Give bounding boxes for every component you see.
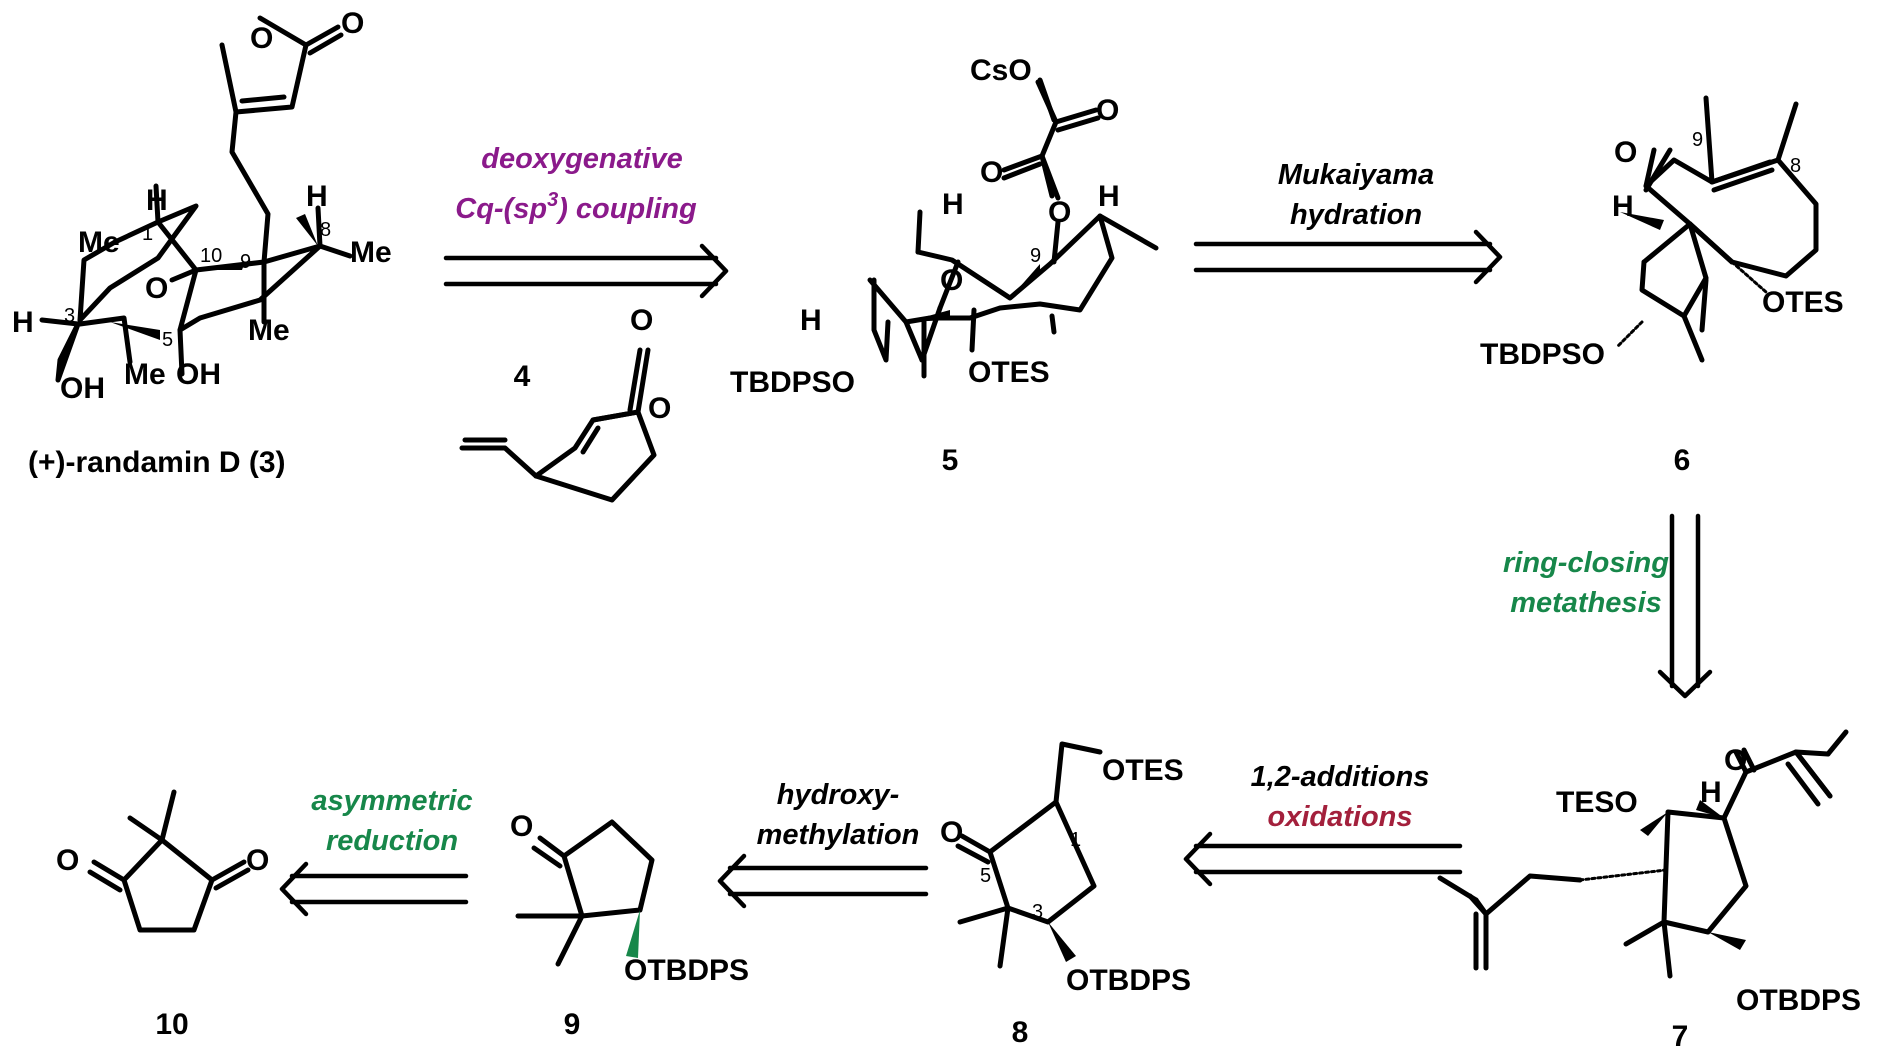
c10-ketone-o-left: O [56, 844, 79, 877]
reaction-5-label-line1: hydroxy- [777, 779, 899, 811]
reaction-6-label-line1: asymmetric [311, 785, 472, 817]
c6-locant-9: 9 [1692, 129, 1703, 151]
c5-h3: H [800, 304, 822, 337]
compound-8: OTES O OTBDPS 1 5 3 8 [940, 741, 1191, 1048]
reaction-arrow-3: ring-closing metathesis [1503, 513, 1713, 699]
c5-tbdpso: TBDPSO [730, 366, 855, 399]
compound-6: O H OTES TBDPSO 9 8 6 [1480, 95, 1844, 477]
reaction-4-label-line2: oxidations [1267, 801, 1412, 833]
compound-5-label: 5 [942, 444, 959, 477]
c5-oxalate-link-o: O [1048, 196, 1071, 229]
c8-otes: OTES [1102, 754, 1184, 787]
compound-8-label: 8 [1012, 1016, 1029, 1048]
reaction-arrow-1: deoxygenative Cq-(sp3) coupling 4 [443, 143, 729, 393]
c4-carbonyl-oxygen: O [630, 304, 653, 337]
c5-oxalate-o1: O [1096, 94, 1119, 127]
reaction-6-label-line2: reduction [326, 825, 458, 857]
compound-3-name: (+)-randamin D (3) [28, 446, 286, 479]
compound-7-label: 7 [1672, 1020, 1689, 1048]
reaction-3-label-line1: ring-closing [1503, 547, 1669, 579]
c3-ring-oxygen: O [250, 22, 273, 55]
c3-locant-3: 3 [64, 305, 75, 327]
c7-h: H [1700, 776, 1722, 809]
compound-4: O O [459, 304, 671, 503]
reaction-1-label-line1: deoxygenative [481, 143, 682, 175]
c8-locant-5: 5 [980, 865, 991, 887]
c3-h3: H [12, 306, 34, 339]
c7-teso: TESO [1556, 786, 1638, 819]
compound-3-randamin-d: O O H H Me Me Me Me O H OH OH 1 10 9 8 3… [12, 7, 392, 479]
c8-ketone-o: O [940, 816, 963, 849]
c3-locant-9: 9 [240, 251, 251, 273]
c6-tbdpso: TBDPSO [1480, 338, 1605, 371]
c4-ring-oxygen: O [648, 392, 671, 425]
c3-locant-8: 8 [320, 219, 331, 241]
reaction-arrow-5: hydroxy- methylation [717, 779, 929, 909]
c3-o10: O [145, 272, 168, 305]
c3-me-bottom: Me [124, 358, 166, 391]
c5-otes: OTES [968, 356, 1050, 389]
c3-oh5: OH [176, 358, 221, 391]
c3-h8: H [306, 180, 328, 213]
reaction-1-label-line2: Cq-(sp3) coupling [455, 189, 697, 225]
compound-9-label: 9 [564, 1008, 581, 1041]
c8-otbdps: OTBDPS [1066, 964, 1191, 997]
c7-ketone-o: O [1724, 744, 1747, 777]
compound-10: O O 10 [56, 789, 269, 1041]
c5-locant-9: 9 [1030, 245, 1041, 267]
c8-locant-3: 3 [1032, 901, 1043, 923]
reaction-arrow-4: 1,2-additions oxidations [1183, 761, 1463, 887]
c3-oh3: OH [60, 372, 105, 405]
c6-h: H [1612, 190, 1634, 223]
c9-ketone-o: O [510, 810, 533, 843]
c7-otbdps: OTBDPS [1736, 984, 1861, 1017]
reaction-5-label-line2: methylation [757, 819, 920, 851]
c6-otes: OTES [1762, 286, 1844, 319]
reaction-2-label-line1: Mukaiyama [1278, 159, 1434, 191]
reaction-4-label-line1: 1,2-additions [1251, 761, 1430, 793]
c3-me-left: Me [78, 226, 120, 259]
c3-locant-5: 5 [162, 329, 173, 351]
c8-locant-1: 1 [1070, 829, 1081, 851]
c5-h2: H [1098, 180, 1120, 213]
compound-5: CsO O O O H H O H TBDPSO OTES 9 5 [730, 54, 1159, 477]
c6-locant-8: 8 [1790, 155, 1801, 177]
reaction-2-label-line2: hydration [1290, 199, 1422, 231]
c3-me-right: Me [350, 236, 392, 269]
c5-cso: CsO [970, 54, 1032, 87]
reaction-3-label-line2: metathesis [1510, 587, 1662, 619]
c5-o10: O [940, 264, 963, 297]
reaction-arrow-2: Mukaiyama hydration [1193, 159, 1503, 285]
c10-ketone-o-right: O [246, 844, 269, 877]
c3-h1: H [146, 184, 168, 217]
compound-10-label: 10 [155, 1008, 188, 1041]
c3-locant-1: 1 [142, 223, 153, 245]
c5-oxalate-o2: O [980, 156, 1003, 189]
c9-otbdps: OTBDPS [624, 954, 749, 987]
compound-9: O OTBDPS 9 [510, 810, 749, 1041]
c3-locant-10: 10 [200, 245, 222, 267]
reaction-arrow-6: asymmetric reduction [279, 785, 473, 917]
c5-h1: H [942, 188, 964, 221]
c3-carbonyl-oxygen: O [341, 7, 364, 40]
c3-me-mid: Me [248, 314, 290, 347]
c6-ketone-o: O [1614, 136, 1637, 169]
compound-6-label: 6 [1674, 444, 1691, 477]
reagent-4-label: 4 [514, 360, 531, 393]
compound-7: O H TESO OTBDPS 7 [1437, 729, 1861, 1048]
